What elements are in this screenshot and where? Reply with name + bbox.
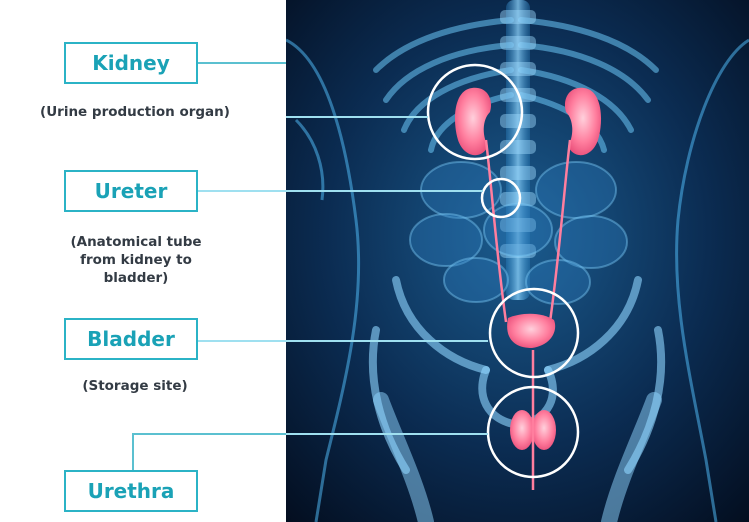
kidney-label-text: Kidney	[92, 51, 170, 75]
urethra-label-text: Urethra	[88, 479, 175, 503]
kidney-connector-h2	[286, 116, 428, 118]
urethra-connector-v	[132, 433, 134, 471]
bladder-label-text: Bladder	[87, 327, 175, 351]
anatomy-xray-illustration	[286, 0, 749, 522]
ureter-label-text: Ureter	[95, 179, 168, 203]
bladder-label: Bladder	[64, 318, 198, 360]
urethra-connector-h1	[132, 433, 286, 435]
bladder-connector	[198, 340, 488, 342]
kidney-label: Kidney	[64, 42, 198, 84]
ureter-label: Ureter	[64, 170, 198, 212]
bladder-description: (Storage site)	[0, 377, 270, 395]
urethra-label: Urethra	[64, 470, 198, 512]
urethra-connector-h2	[286, 433, 488, 435]
ureter-description: (Anatomical tube from kidney to bladder)	[52, 233, 220, 287]
ureter-connector	[198, 190, 483, 192]
kidney-connector-h1	[198, 62, 286, 64]
kidney-description: (Urine production organ)	[0, 103, 270, 121]
